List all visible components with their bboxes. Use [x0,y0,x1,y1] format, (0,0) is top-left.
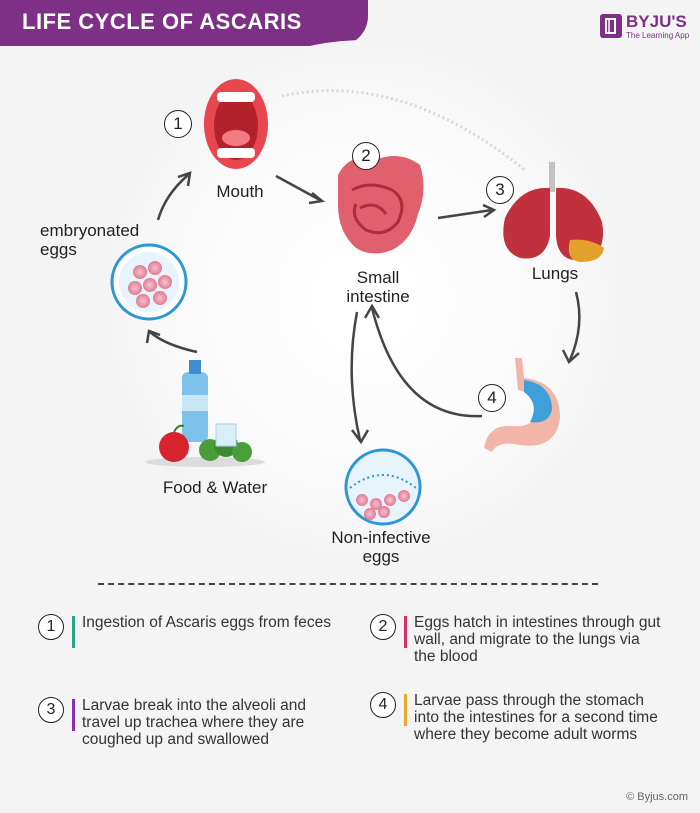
page-title: LIFE CYCLE OF ASCARIS [22,9,302,34]
arrow-food-to-eggs [149,331,198,354]
step-item-4-bar [404,694,407,726]
step-item-2-text: Eggs hatch in intestines through gut wal… [414,614,661,665]
arrow-lungs-to-stomach [568,291,581,361]
step-number-4: 4 [478,384,506,412]
cycle-arrows [145,171,581,445]
lungs-label: Lungs [531,264,579,283]
step-item-4-number: 4 [370,692,396,718]
arrow-mouth-to-intestine [275,174,321,202]
step-number-2: 2 [352,142,380,170]
step-item-4-text: Larvae pass through the stomach into the… [414,692,658,743]
step-item-1-bar [72,616,75,648]
arrow-stomach-to-intestine [370,307,483,418]
step-item-1-text: Ingestion of Ascaris eggs from feces [82,614,331,631]
cycle-arc [281,89,526,172]
stomach-illustration [484,358,560,452]
life-cycle-diagram [105,40,625,560]
step-item-3-bar [72,699,75,731]
step-item-4: 4 Larvae pass through the stomach into t… [370,692,658,762]
step-item-2-number: 2 [370,614,396,640]
step-number-3: 3 [486,176,514,204]
mouth-label: Mouth [216,182,264,201]
step-item-2-bar [404,616,407,648]
food-water-label: Food & Water [162,478,268,497]
intestine-illustration [338,156,424,254]
non-infective-label: Non-infective eggs [316,528,446,566]
section-divider [98,583,598,585]
brand-name: BYJU'S [626,12,687,31]
embryonated-label-line1: embryonated [40,221,140,240]
step-item-2: 2 Eggs hatch in intestines through gut w… [370,614,660,670]
step-item-1-number: 1 [38,614,64,640]
step-item-3-number: 3 [38,697,64,723]
non-infective-label-line2: eggs [362,547,400,566]
step-item-3-text: Larvae break into the alveoli and travel… [82,697,307,748]
brand-tagline: The Learning App [626,31,690,40]
arrow-eggs-to-mouth [156,174,189,221]
lungs-illustration [503,162,604,262]
embryonated-label-line2: eggs [40,240,77,259]
intestine-label-line1: Small [356,268,400,287]
title-banner: LIFE CYCLE OF ASCARIS [0,0,368,46]
copyright-text: © Byjus.com [626,791,688,803]
arrow-intestine-to-lungs [437,208,493,220]
non-infective-eggs-illustration [344,448,422,526]
step-item-1: 1 Ingestion of Ascaris eggs from feces [38,614,331,654]
brand-logo: BYJU'S The Learning App [600,12,690,42]
step-number-1: 1 [164,110,192,138]
intestine-label: Small intestine [328,268,428,306]
intestine-label-line2: intestine [346,287,410,306]
embryonated-label: embryonated eggs [40,221,160,259]
arrow-intestine-to-noninfective [350,311,362,441]
embryonated-eggs-illustration [110,243,188,321]
step-item-3: 3 Larvae break into the alveoli and trav… [38,697,318,767]
mouth-illustration [204,79,268,169]
non-infective-label-line1: Non-infective [331,528,431,547]
brand-book-icon [600,14,622,38]
food-water-illustration [145,360,265,467]
